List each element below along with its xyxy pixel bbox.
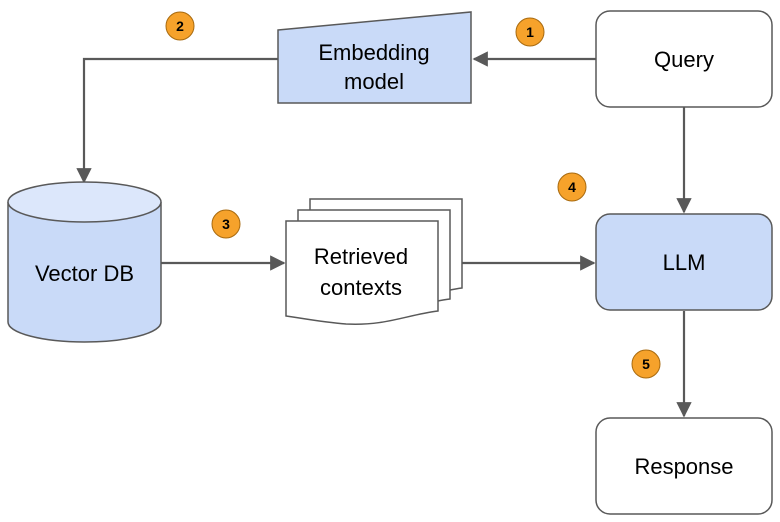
step-badge-3: 3 bbox=[211, 209, 241, 239]
svg-text:3: 3 bbox=[222, 216, 230, 232]
document-front bbox=[285, 220, 439, 325]
arrow-embedding-to-vectordb bbox=[76, 57, 278, 184]
svg-text:1: 1 bbox=[526, 24, 534, 40]
step-badge-4: 4 bbox=[557, 172, 587, 202]
embedding-label-line1: Embedding bbox=[318, 40, 429, 65]
svg-text:5: 5 bbox=[642, 356, 650, 372]
retrieved-label-line1: Retrieved bbox=[314, 244, 408, 269]
query-node: Query bbox=[595, 10, 773, 108]
llm-label: LLM bbox=[663, 250, 706, 275]
step-badge-1: 1 bbox=[515, 17, 545, 47]
step-badge-2: 2 bbox=[165, 11, 195, 41]
embedding-label-line2: model bbox=[344, 69, 404, 94]
retrieved-contexts-node bbox=[285, 198, 463, 325]
response-node: Response bbox=[595, 417, 773, 515]
svg-text:4: 4 bbox=[568, 179, 576, 195]
query-label: Query bbox=[654, 47, 714, 72]
llm-node: LLM bbox=[595, 213, 773, 311]
vector-db-label: Vector DB bbox=[35, 261, 134, 286]
response-label: Response bbox=[634, 454, 733, 479]
embedding-model-node: Embedding model bbox=[277, 11, 472, 104]
step-badge-5: 5 bbox=[631, 349, 661, 379]
connectors bbox=[76, 51, 692, 418]
retrieved-label-line2: contexts bbox=[320, 275, 402, 300]
svg-text:2: 2 bbox=[176, 18, 184, 34]
vector-db-node: Vector DB bbox=[7, 181, 162, 343]
